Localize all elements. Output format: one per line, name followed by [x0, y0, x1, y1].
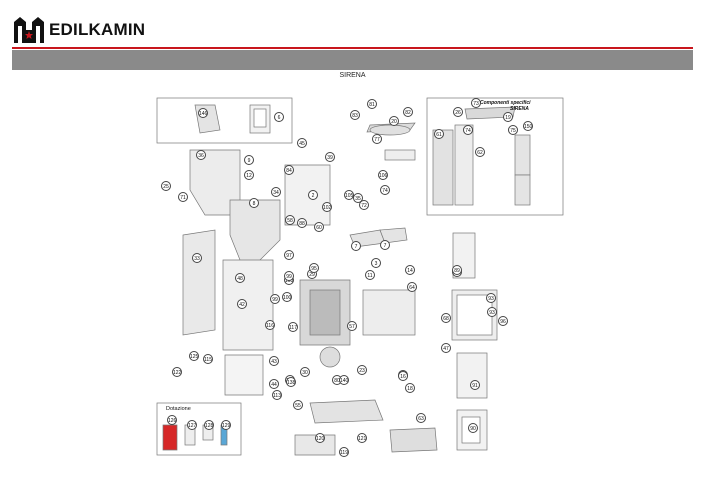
part-number-callout: 60: [314, 222, 324, 232]
part-number-callout: 129: [221, 420, 231, 430]
part-number-callout: 84: [284, 165, 294, 175]
part-number-callout: 88: [297, 218, 307, 228]
header: EDILKAMIN: [0, 0, 705, 48]
part-number-callout: 2: [308, 190, 318, 200]
part-number-callout: 20: [389, 116, 399, 126]
part-number-callout: 146: [198, 108, 208, 118]
part-number-callout: 19: [503, 112, 513, 122]
part-number-callout: 3: [371, 258, 381, 268]
part-number-callout: 58: [285, 215, 295, 225]
part-number-callout: 99: [270, 294, 280, 304]
part-number-callout: 83: [350, 110, 360, 120]
part-number-callout: 68: [441, 313, 451, 323]
part-number-callout: 115: [203, 354, 213, 364]
part-number-callout: 116: [265, 320, 275, 330]
part-number-callout: 100: [282, 292, 292, 302]
part-number-callout: 36: [196, 150, 206, 160]
part-number-callout: 26: [453, 107, 463, 117]
part-number-callout: 77: [372, 134, 382, 144]
part-number-callout: 93: [487, 307, 497, 317]
part-number-callout: 33: [192, 253, 202, 263]
part-number-callout: 125: [189, 351, 199, 361]
part-number-callout: 7: [380, 240, 390, 250]
part-number-callout: 16: [398, 371, 408, 381]
part-number-callout: 119: [339, 447, 349, 457]
part-number-callout: 6: [274, 112, 284, 122]
part-number-callout: 75: [508, 125, 518, 135]
part-number-callout: 96: [498, 316, 508, 326]
part-number-callout: 14: [405, 265, 415, 275]
part-number-callout: 121: [357, 433, 367, 443]
header-divider: [12, 47, 693, 49]
part-number-callout: 57: [347, 321, 357, 331]
part-number-callout: 8: [249, 198, 259, 208]
part-number-callout: 74: [463, 125, 473, 135]
stove-exploded-view: [156, 97, 564, 456]
part-number-callout: 61: [434, 129, 444, 139]
part-number-callout: 150: [523, 121, 533, 131]
part-number-callout: 122: [172, 367, 182, 377]
part-number-callout: 120: [315, 433, 325, 443]
part-number-callout: 74: [380, 185, 390, 195]
part-number-callout: 93: [486, 293, 496, 303]
part-number-callout: 39: [325, 152, 335, 162]
part-number-callout: 34: [271, 187, 281, 197]
title-band: [12, 50, 693, 70]
part-number-callout: 12: [244, 170, 254, 180]
part-number-callout: 25: [161, 181, 171, 191]
accessories-label: Dotazione: [166, 406, 191, 412]
part-number-callout: 128: [204, 420, 214, 430]
part-number-callout: 91: [470, 380, 480, 390]
specific-components-model: SIRENA: [510, 106, 529, 112]
part-number-callout: 23: [357, 365, 367, 375]
part-number-callout: 81: [367, 99, 377, 109]
part-number-callout: 48: [235, 273, 245, 283]
part-number-callout: 30: [300, 367, 310, 377]
part-number-callout: 102: [322, 202, 332, 212]
part-number-callout: 82: [403, 107, 413, 117]
part-number-callout: 63: [416, 413, 426, 423]
part-number-callout: 43: [269, 356, 279, 366]
part-number-callout: 73: [471, 98, 481, 108]
part-number-callout: 62: [475, 147, 485, 157]
part-number-callout: 35: [353, 193, 363, 203]
part-number-callout: 42: [237, 299, 247, 309]
part-number-callout: 7: [351, 241, 361, 251]
part-number-callout: 95: [309, 263, 319, 273]
part-number-callout: 126: [167, 415, 177, 425]
part-number-callout: 72: [359, 200, 369, 210]
part-number-callout: 99: [284, 271, 294, 281]
part-number-callout: 127: [187, 420, 197, 430]
page-title: SIRENA: [339, 72, 366, 79]
part-number-callout: 138: [286, 377, 296, 387]
part-number-callout: 89: [452, 265, 462, 275]
part-number-callout: 106: [378, 170, 388, 180]
part-number-callout: 140: [339, 375, 349, 385]
part-number-callout: 44: [269, 379, 279, 389]
part-number-callout: 64: [407, 282, 417, 292]
part-number-callout: 71: [178, 192, 188, 202]
part-number-callout: 55: [293, 400, 303, 410]
part-number-callout: 117: [288, 322, 298, 332]
exploded-parts-diagram: [155, 95, 565, 460]
specific-components-label: Componenti specifici: [480, 100, 531, 106]
part-number-callout: 9: [244, 155, 254, 165]
part-number-callout: 47: [441, 343, 451, 353]
part-number-callout: 97: [284, 250, 294, 260]
brand-logo: EDILKAMIN: [12, 16, 145, 44]
brand-name: EDILKAMIN: [49, 20, 146, 39]
part-number-callout: 45: [297, 138, 307, 148]
part-number-callout: 11: [365, 270, 375, 280]
edilkamin-logo-icon: [14, 17, 44, 43]
part-number-callout: 113: [272, 390, 282, 400]
part-number-callout: 90: [468, 423, 478, 433]
part-number-callout: 18: [405, 383, 415, 393]
